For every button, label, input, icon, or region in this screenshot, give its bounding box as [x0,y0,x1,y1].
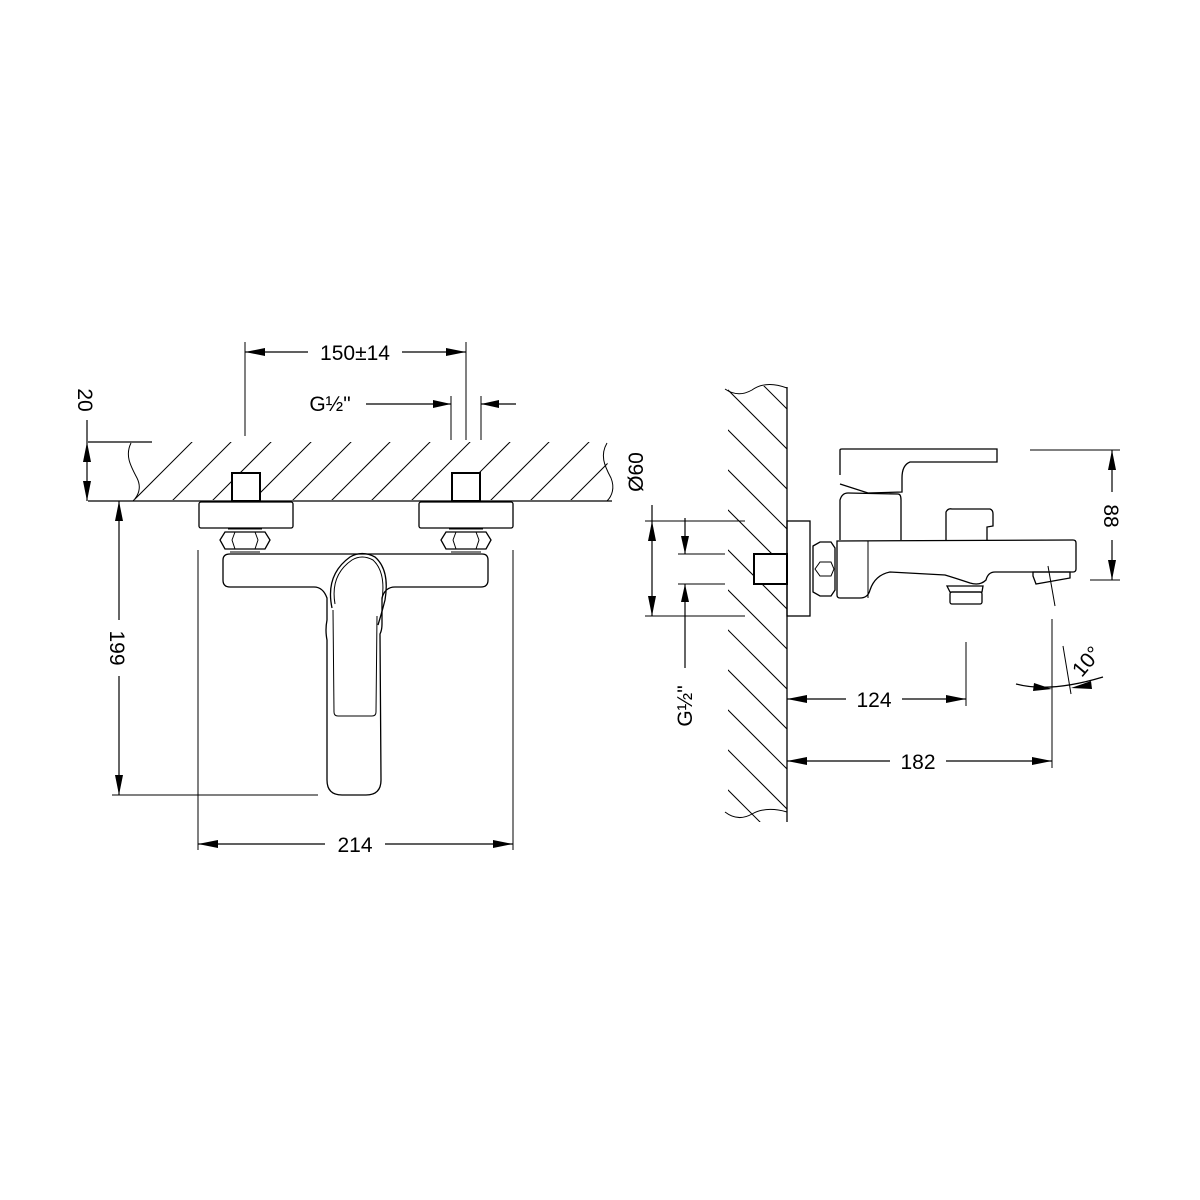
dimension-88: 88 [1030,449,1122,581]
side-escutcheon [786,520,811,617]
label-angle: 10° [1068,642,1106,681]
front-view: 150±14 G½" 20 199 [73,342,614,857]
dimension-199: 199 [105,501,318,796]
mixer-body-front [222,552,489,796]
wall-section-front [88,441,614,502]
side-view: Ø60 G½" 88 124 [625,384,1122,822]
label-thread-front: G½" [309,393,350,416]
label-spout-outlet: 124 [856,689,891,712]
right-hex-nut [440,528,492,553]
label-height-front: 199 [105,630,128,665]
label-height-side: 88 [1099,504,1122,527]
label-projection: 182 [900,751,935,774]
dimension-thread-front: G½" [309,393,516,440]
left-hex-nut [219,528,271,553]
label-center-distance: 150±14 [320,342,390,365]
side-hex-nut [812,541,836,597]
wall-hatch-side [728,386,787,822]
dimension-214: 214 [198,834,513,857]
dimension-20: 20 [73,388,96,501]
label-wall-offset: 20 [73,388,96,411]
right-escutcheon [418,501,514,529]
left-escutcheon [198,501,294,529]
dimension-flange-diameter: Ø60 [625,452,745,617]
label-thread-side: G½" [674,685,697,726]
wall-hatch-front [135,442,612,500]
dimension-thread-side: G½" [674,518,725,727]
wall-section-side [724,384,788,822]
mixer-body-side [836,448,1077,607]
dimension-150: 150±14 [244,342,467,440]
label-flange-diameter: Ø60 [625,452,648,492]
dimension-182: 182 [787,619,1053,774]
dimension-124: 124 [787,642,967,712]
label-width: 214 [337,834,372,857]
dimension-angle: 10° [1015,642,1106,695]
